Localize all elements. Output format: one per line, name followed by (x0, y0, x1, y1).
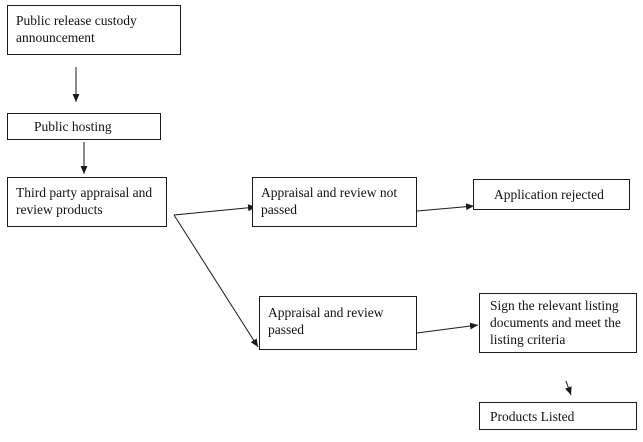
node-sign-listing-documents: Sign the relevant listing documents and … (479, 293, 637, 353)
node-label: Products Listed (490, 409, 575, 424)
node-label: Appraisal and review not passed (261, 185, 398, 217)
node-label: Appraisal and review passed (268, 305, 384, 337)
arrow-thirdparty-to-notpassed (173, 204, 257, 216)
node-products-listed: Products Listed (479, 402, 637, 430)
arrow-notpassed-to-rejected (416, 203, 475, 212)
node-public-release-announcement: Public release custody announcement (7, 5, 181, 55)
arrow-thirdparty-to-passed (173, 214, 259, 348)
node-third-party-appraisal: Third party appraisal and review product… (7, 177, 167, 227)
node-label: Third party appraisal and review product… (16, 185, 153, 217)
node-label: Sign the relevant listing documents and … (490, 298, 621, 347)
node-public-hosting: Public hosting (7, 113, 161, 140)
node-label: Public release custody announcement (16, 13, 137, 45)
arrow-sign-to-listed (565, 380, 572, 396)
node-label: Application rejected (494, 187, 604, 202)
node-appraisal-not-passed: Appraisal and review not passed (252, 177, 417, 227)
node-application-rejected: Application rejected (473, 179, 630, 210)
arrow-passed-to-sign (416, 322, 479, 334)
node-label: Public hosting (34, 119, 112, 134)
node-appraisal-passed: Appraisal and review passed (259, 296, 417, 350)
